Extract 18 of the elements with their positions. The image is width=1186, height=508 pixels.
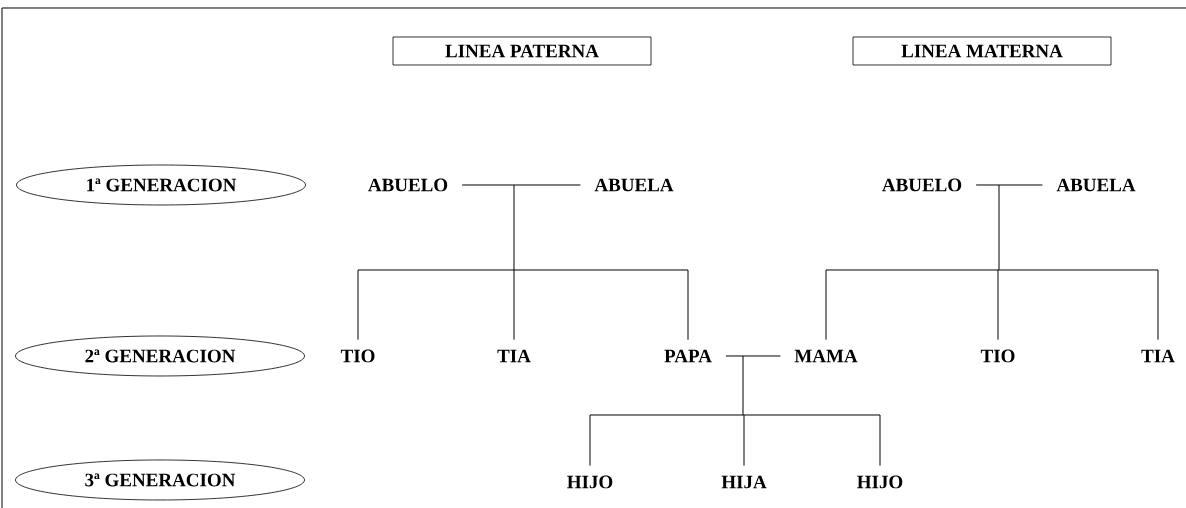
family-member-label: TIA [1141, 349, 1175, 363]
family-member-label: ABUELO [882, 178, 962, 192]
family-member-label: PAPA [664, 349, 712, 363]
family-member-label: MAMA [794, 349, 858, 363]
line-title-box: LINEA PATERNA [392, 36, 652, 66]
family-member-label: ABUELA [1056, 178, 1136, 192]
family-member-label: TIO [980, 349, 1015, 363]
family-member-label: HIJO [857, 475, 903, 489]
line-title-box: LINEA MATERNA [852, 36, 1112, 66]
family-member-label: HIJA [721, 475, 767, 489]
family-tree-line [825, 184, 1159, 341]
family-member-label: ABUELA [594, 178, 674, 192]
family-member-label: TIO [340, 349, 375, 363]
family-member-label: ABUELO [368, 178, 448, 192]
family-tree-line [357, 184, 689, 341]
family-member-label: TIA [497, 349, 531, 363]
family-tree-line [589, 355, 881, 467]
family-member-label: HIJO [567, 475, 613, 489]
